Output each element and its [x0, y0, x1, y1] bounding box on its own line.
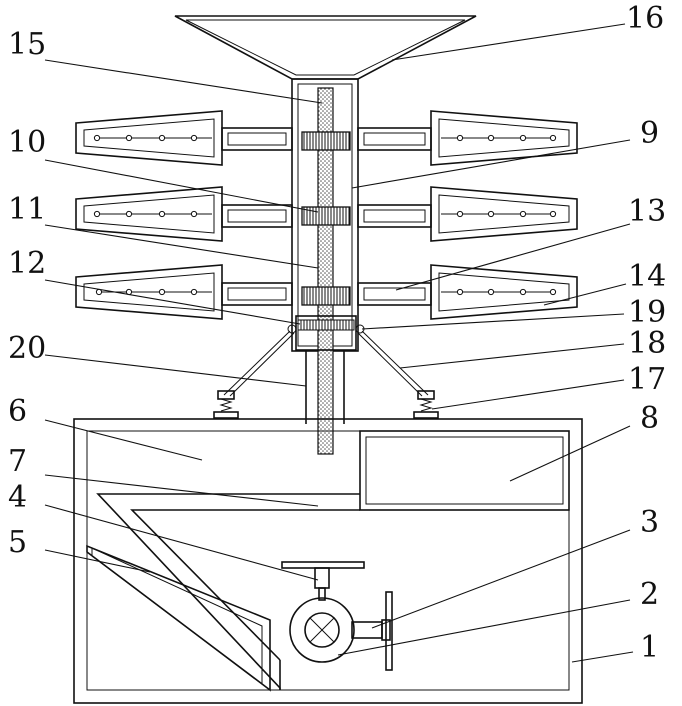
housing	[74, 419, 582, 703]
label-17: 17	[628, 362, 666, 397]
label-12: 12	[8, 246, 46, 281]
label-10: 10	[8, 125, 46, 160]
left-blades	[76, 111, 222, 319]
label-4: 4	[8, 480, 27, 515]
label-15: 15	[8, 27, 46, 62]
label-13: 13	[628, 194, 666, 229]
label-19: 19	[628, 295, 666, 330]
label-8: 8	[640, 401, 659, 436]
partitions	[98, 494, 360, 690]
right-arms	[358, 128, 431, 305]
label-6: 6	[8, 394, 27, 429]
label-7: 7	[8, 444, 27, 479]
label-3: 3	[640, 505, 659, 540]
label-14: 14	[628, 259, 666, 294]
label-2: 2	[640, 577, 659, 612]
label-5: 5	[8, 525, 27, 560]
reference-numbers: 1 2 3 4 5 6 7 8 9 10 11 12 13 14 15 16 1…	[8, 1, 666, 665]
funnel	[175, 16, 476, 79]
label-11: 11	[8, 192, 46, 227]
label-1: 1	[640, 630, 659, 665]
label-16: 16	[626, 1, 664, 36]
compartment	[360, 431, 569, 510]
right-blades	[431, 111, 577, 319]
label-18: 18	[628, 326, 666, 361]
inclined-plate	[87, 546, 270, 690]
left-arms	[222, 128, 292, 305]
label-9: 9	[640, 116, 659, 151]
label-20: 20	[8, 331, 46, 366]
motor-assembly	[282, 562, 392, 670]
